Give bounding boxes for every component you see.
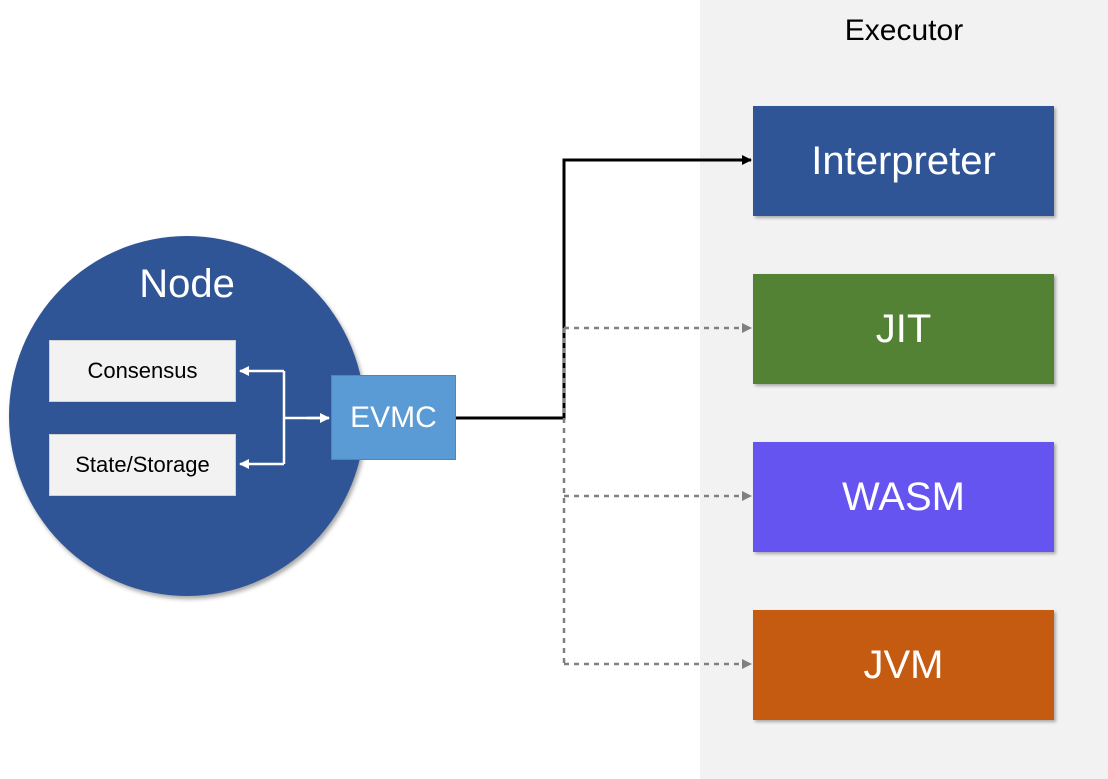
consensus-box: Consensus	[49, 340, 236, 402]
jit-box: JIT	[753, 274, 1054, 384]
evmc-box: EVMC	[331, 375, 456, 460]
interpreter-box: Interpreter	[753, 106, 1054, 216]
state-storage-box: State/Storage	[49, 434, 236, 496]
node-title: Node	[139, 262, 235, 306]
wasm-box: WASM	[753, 442, 1054, 552]
executor-title: Executor	[844, 14, 964, 47]
jvm-box: JVM	[753, 610, 1054, 720]
node-circle	[9, 236, 365, 596]
